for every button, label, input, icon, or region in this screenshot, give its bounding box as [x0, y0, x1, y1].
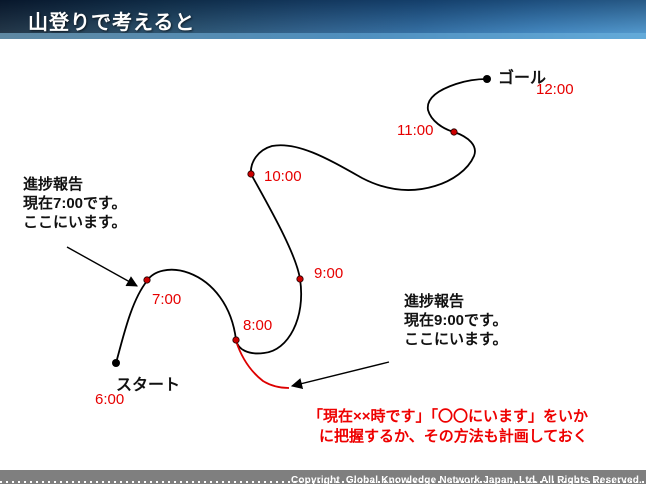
- time-label-800: 8:00: [243, 317, 273, 334]
- arrow-to-actual-position: [290, 361, 390, 390]
- arrow-to-700-position: [66, 246, 138, 287]
- time-label-1200: 12:00: [536, 81, 574, 98]
- time-label-700: 7:00: [152, 291, 182, 308]
- slide-title: 山登りで考えると: [28, 12, 196, 34]
- progress-note-700: 進捗報告 現在7:00です。 ここにいます。: [23, 176, 127, 231]
- start-label: スタート: [116, 377, 181, 394]
- copyright-text: Copyright Global Knowledge Network Japan…: [290, 475, 642, 484]
- goal-dot: [483, 75, 491, 83]
- title-bar: 山登りで考えると: [0, 0, 646, 34]
- time-label-1100: 11:00: [397, 122, 434, 139]
- time-label-1000: 10:00: [264, 168, 302, 185]
- waypoint-dot-1100: [450, 128, 458, 136]
- time-label-900: 9:00: [314, 265, 344, 282]
- footer-dotted-line: [0, 481, 646, 483]
- waypoint-dot-700: [143, 276, 151, 284]
- planning-annotation: 「現在××時です」「〇〇にいます」をいか に把握するか、その方法も計画しておく: [308, 407, 588, 447]
- goal-label: ゴール: [498, 70, 547, 87]
- time-label-600: 6:00: [95, 391, 125, 408]
- footer-bar: Copyright Global Knowledge Network Japan…: [0, 470, 646, 484]
- title-bar-strip: [0, 33, 646, 39]
- deviation-path: [235, 340, 290, 389]
- start-dot: [112, 359, 120, 367]
- waypoint-dot-1000: [247, 170, 255, 178]
- planning-annotation-line1: 「現在××時です」「〇〇にいます」をいか: [308, 408, 589, 425]
- planning-annotation-line2: に把握するか、その方法も計画しておく: [319, 428, 588, 445]
- progress-note-900: 進捗報告 現在9:00です。 ここにいます。: [404, 293, 508, 348]
- waypoint-dot-900: [296, 275, 304, 283]
- waypoint-dot-800: [232, 336, 240, 344]
- climb-route-path: [115, 78, 488, 364]
